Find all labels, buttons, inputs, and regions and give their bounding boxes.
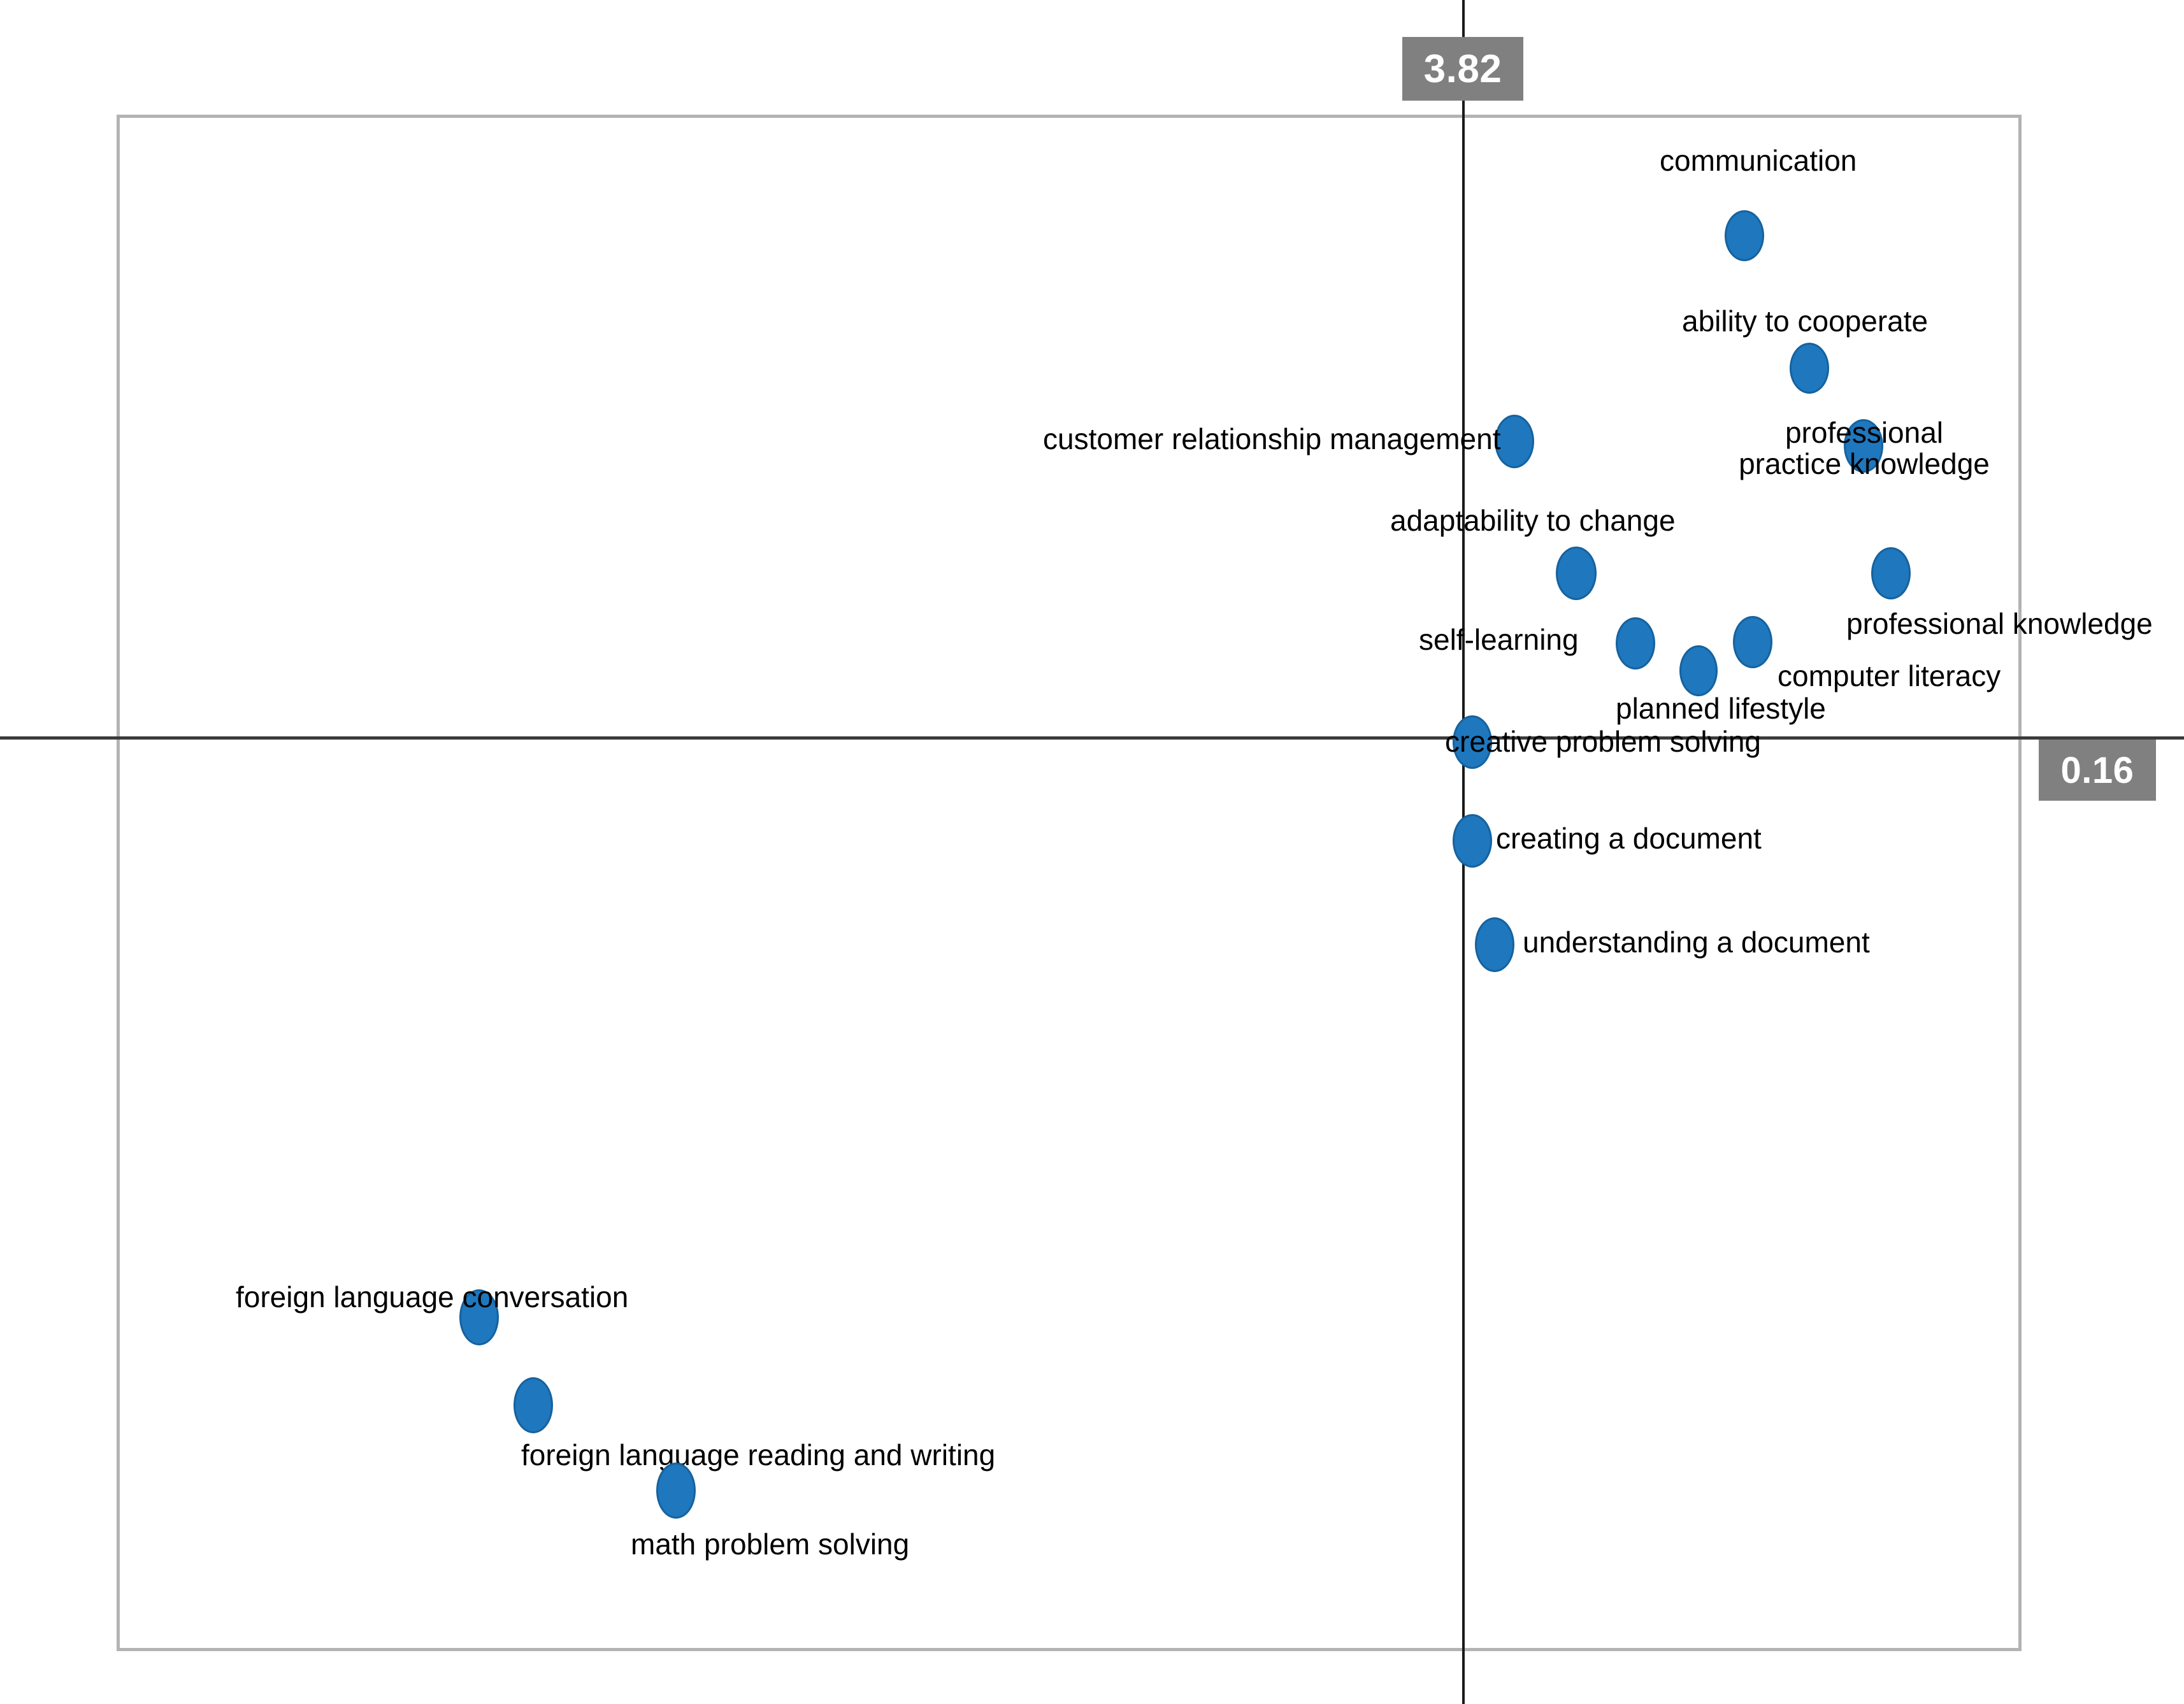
- data-point-label: ability to cooperate: [1682, 304, 1929, 338]
- data-point-label: computer literacy: [1778, 659, 2001, 692]
- data-point-label: professional knowledge: [1846, 607, 2153, 640]
- data-point-label: understanding a document: [1523, 926, 1870, 959]
- data-point-marker: [1556, 547, 1597, 600]
- y-axis-max-value-badge: 3.82: [1402, 37, 1523, 101]
- data-point-marker: [1871, 547, 1911, 599]
- data-point-marker: [514, 1377, 553, 1433]
- data-point-marker: [1453, 715, 1492, 769]
- data-point-marker: [459, 1289, 499, 1345]
- plot-area-frame: [117, 115, 2022, 1651]
- data-point-marker: [1475, 917, 1514, 972]
- data-point-label: customer relationship management: [1043, 422, 1501, 455]
- data-point-marker: [1679, 645, 1718, 696]
- data-point-label: self-learning: [1419, 623, 1579, 656]
- data-point-marker: [1725, 210, 1764, 261]
- data-point-marker: [1844, 419, 1883, 473]
- x-axis-max-value-badge: 0.16: [2039, 740, 2156, 801]
- data-point-label: adaptability to change: [1390, 504, 1676, 537]
- data-point-marker: [1733, 616, 1772, 668]
- data-point-marker: [1616, 617, 1655, 669]
- data-point-label: foreign language conversation: [236, 1280, 629, 1314]
- data-point-marker: [1495, 415, 1534, 468]
- data-point-label: math problem solving: [631, 1528, 910, 1561]
- data-point-marker: [1790, 343, 1829, 394]
- data-point-marker: [656, 1463, 696, 1519]
- data-point-label: communication: [1660, 144, 1857, 177]
- data-point-label: planned lifestyle: [1616, 692, 1826, 725]
- data-point-marker: [1453, 814, 1492, 868]
- x-axis-line: [0, 736, 2184, 740]
- data-point-label: foreign language reading and writing: [521, 1438, 996, 1471]
- data-point-label: creative problem solving: [1445, 725, 1762, 758]
- data-point-label: creating a document: [1496, 822, 1762, 855]
